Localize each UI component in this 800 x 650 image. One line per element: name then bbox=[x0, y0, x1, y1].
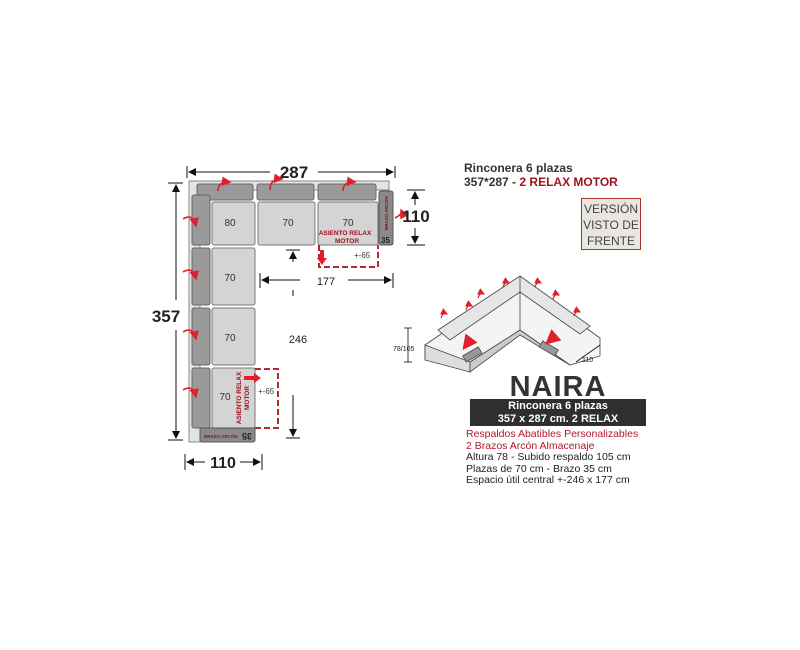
seat-size-left-2: 70 bbox=[224, 333, 236, 344]
seat-size-top-2: 70 bbox=[282, 218, 294, 229]
dimension-lines bbox=[168, 166, 425, 470]
seat-size-left-1: 70 bbox=[224, 273, 236, 284]
perspective-height-label: 78/105 bbox=[393, 346, 415, 353]
feature: Altura 78 - Subido respaldo 105 cm bbox=[466, 451, 631, 463]
band-line: Rinconera 6 plazas bbox=[508, 400, 608, 412]
top-backrests bbox=[196, 183, 377, 201]
dim-depth-right: 110 bbox=[402, 207, 429, 226]
relax-label-left-2: MOTOR bbox=[244, 386, 251, 410]
relax-label-left-1: ASIENTO RELAX bbox=[236, 371, 243, 424]
version-badge-line: VISTO DE bbox=[583, 218, 639, 232]
relax-extension-left bbox=[255, 368, 279, 429]
dim-depth-bottom: 110 bbox=[210, 455, 236, 472]
header-title: Rinconera 6 plazas bbox=[464, 161, 573, 175]
dim-length: 357 bbox=[152, 307, 180, 326]
product-features: Respaldos Abatibles Personalizables 2 Br… bbox=[466, 428, 639, 487]
right-arm bbox=[378, 190, 394, 246]
relax-arrow-top bbox=[317, 250, 327, 265]
relax-label-top-1: ASIENTO RELAX bbox=[319, 230, 372, 237]
seat-size-top-1: 80 bbox=[224, 218, 236, 229]
bottom-arm-label: BRAZO ARCÓN bbox=[204, 432, 238, 439]
seat-size-top-3: 70 bbox=[342, 218, 354, 229]
band-line: 357 x 287 cm. 2 RELAX bbox=[497, 412, 619, 425]
relax-extension-left-value: +-65 bbox=[258, 387, 275, 396]
dim-inner-length: 246 bbox=[289, 334, 307, 346]
dim-inner-width: 177 bbox=[317, 276, 335, 288]
header-subtitle: 357*287 - 2 RELAX MOTOR bbox=[464, 175, 618, 189]
relax-extension-top-value: +-65 bbox=[354, 251, 371, 260]
header-dimensions: 357*287 - bbox=[464, 175, 520, 189]
dim-width: 287 bbox=[280, 163, 308, 182]
left-backrests bbox=[191, 194, 211, 429]
version-badge-line: FRENTE bbox=[587, 234, 635, 248]
perspective-arrows bbox=[440, 277, 582, 350]
bottom-arm bbox=[199, 427, 256, 443]
bottom-arm-width: 35 bbox=[242, 431, 252, 441]
header: Rinconera 6 plazas 357*287 - 2 RELAX MOT… bbox=[464, 161, 618, 189]
version-badge: VERSIÓN VISTO DE FRENTE bbox=[581, 198, 641, 250]
perspective-dims bbox=[404, 327, 601, 363]
right-arm-width: 35 bbox=[381, 236, 390, 245]
feature: Espacio útil central +-246 x 177 cm bbox=[466, 474, 630, 486]
perspective-depth-label: 110 bbox=[582, 357, 593, 364]
version-badge-line: VERSIÓN bbox=[583, 202, 638, 216]
right-arm-label: BRAZO ARCÓN bbox=[382, 196, 389, 230]
product-name: NAIRA bbox=[509, 371, 607, 403]
feature-highlight: Respaldos Abatibles Personalizables bbox=[466, 428, 639, 440]
relax-arrow-left bbox=[244, 373, 261, 383]
sofa-perspective bbox=[424, 275, 601, 373]
product-band: Rinconera 6 plazas 357 x 287 cm. 2 RELAX bbox=[470, 399, 646, 426]
recline-arrows bbox=[182, 173, 409, 399]
feature-highlight: 2 Brazos Arcón Almacenaje bbox=[466, 439, 595, 452]
relax-extension-top bbox=[318, 245, 379, 268]
header-highlight: 2 RELAX MOTOR bbox=[519, 175, 618, 189]
relax-label-top-2: MOTOR bbox=[335, 238, 359, 245]
seats bbox=[211, 201, 379, 429]
feature: Plazas de 70 cm - Brazo 35 cm bbox=[466, 462, 612, 475]
seat-size-left-3: 70 bbox=[219, 392, 231, 403]
